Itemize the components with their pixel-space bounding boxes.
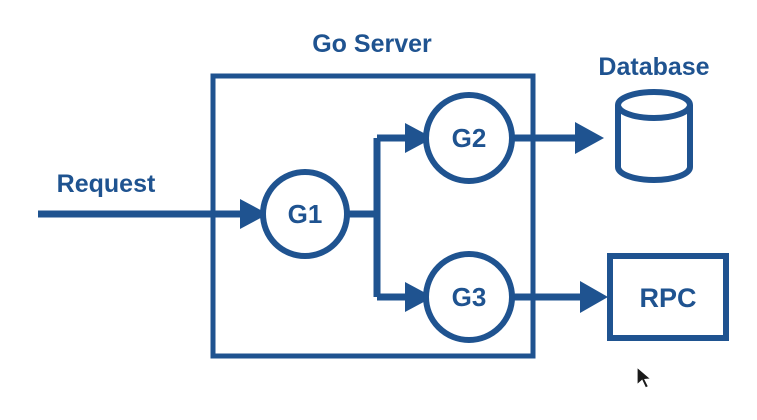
- edge-request-to-g1: [38, 199, 268, 229]
- node-g2[interactable]: G2: [423, 92, 515, 184]
- edge-g1-to-g2: [377, 123, 433, 153]
- edge-g2-to-database: [510, 122, 604, 154]
- g1-circle: [260, 169, 350, 259]
- edge-g3-to-rpc: [510, 281, 608, 313]
- database-cylinder-body: [615, 105, 693, 183]
- g2-arrow-head: [405, 123, 433, 153]
- request-arrow-head: [240, 199, 268, 229]
- rpc-box[interactable]: RPC: [607, 253, 729, 341]
- rpc-label: RPC: [639, 283, 696, 313]
- edge-g1-to-g3: [377, 282, 433, 312]
- g2-label: G2: [452, 123, 487, 153]
- database-title: Database: [598, 53, 709, 81]
- database-cylinder[interactable]: [615, 89, 693, 183]
- node-g3[interactable]: G3: [423, 251, 515, 343]
- g1-label: G1: [288, 199, 323, 229]
- g3-circle: [423, 251, 515, 343]
- g3-label: G3: [452, 282, 487, 312]
- rpc-arrow-head: [580, 281, 608, 313]
- g2-circle: [423, 92, 515, 184]
- go-server-title: Go Server: [312, 30, 432, 58]
- rpc-rectangle: [607, 253, 729, 341]
- edge-g1-branch: [348, 138, 381, 297]
- g3-arrow-head: [405, 282, 433, 312]
- node-g1[interactable]: G1: [260, 169, 350, 259]
- request-title: Request: [57, 170, 156, 198]
- database-arrow-head: [575, 122, 604, 154]
- database-cylinder-top: [615, 89, 693, 121]
